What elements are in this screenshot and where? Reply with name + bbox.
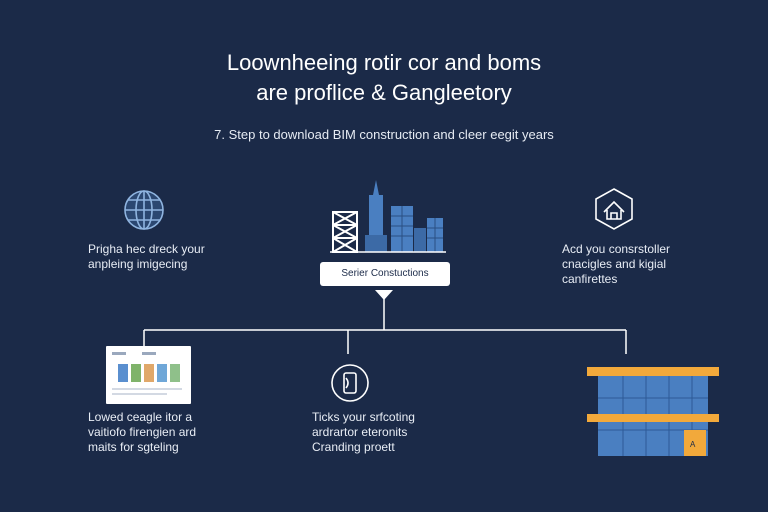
bottom-middle-line-2: ardrartor eteronits bbox=[312, 425, 408, 439]
top-left-line-2: anpleing imigecing bbox=[88, 257, 188, 271]
title-line-2: are proflice & Gangleetory bbox=[256, 80, 512, 105]
building-facade-icon bbox=[587, 367, 719, 456]
bottom-middle-line-1: Ticks your srfcoting bbox=[312, 410, 415, 424]
top-left-node-text: Prigha hec dreck your anpleing imigecing bbox=[88, 242, 205, 272]
bottom-middle-node-text: Ticks your srfcoting ardrartor eteronits… bbox=[312, 410, 415, 455]
diagram-title: Loownheeing rotir cor and boms are profl… bbox=[0, 48, 768, 108]
bottom-left-line-2: vaitiofo firengien ard bbox=[88, 425, 197, 439]
diagram-subtitle: 7. Step to download BIM construction and… bbox=[214, 127, 554, 142]
bottom-middle-line-3: Cranding proett bbox=[312, 440, 395, 454]
phone-circle-icon bbox=[331, 364, 369, 402]
bottom-left-node-text: Lowed ceagle itor a vaitiofo firengien a… bbox=[88, 410, 196, 455]
document-thumbnail-icon bbox=[106, 346, 191, 404]
top-right-line-1: Acd you consrstoller bbox=[562, 242, 671, 256]
top-right-node-text: Acd you consrstoller cnacigles and kigia… bbox=[562, 242, 670, 287]
top-right-line-3: canfirettes bbox=[562, 272, 618, 286]
bottom-left-line-1: Lowed ceagle itor a bbox=[88, 410, 193, 424]
city-skyline-icon bbox=[330, 180, 446, 253]
globe-icon bbox=[124, 190, 164, 230]
top-left-line-1: Prigha hec dreck your bbox=[88, 242, 205, 256]
top-right-line-2: cnacigles and kigial bbox=[562, 257, 667, 271]
bottom-left-line-3: maits for sgteling bbox=[88, 440, 179, 454]
center-node-label: Serier Constuctions bbox=[320, 262, 450, 286]
building-door-label: A bbox=[690, 440, 696, 449]
home-hexagon-icon bbox=[595, 188, 633, 230]
title-line-1: Loownheeing rotir cor and boms bbox=[226, 50, 542, 75]
pointer-triangle bbox=[375, 290, 393, 300]
connector-lines bbox=[143, 298, 627, 354]
